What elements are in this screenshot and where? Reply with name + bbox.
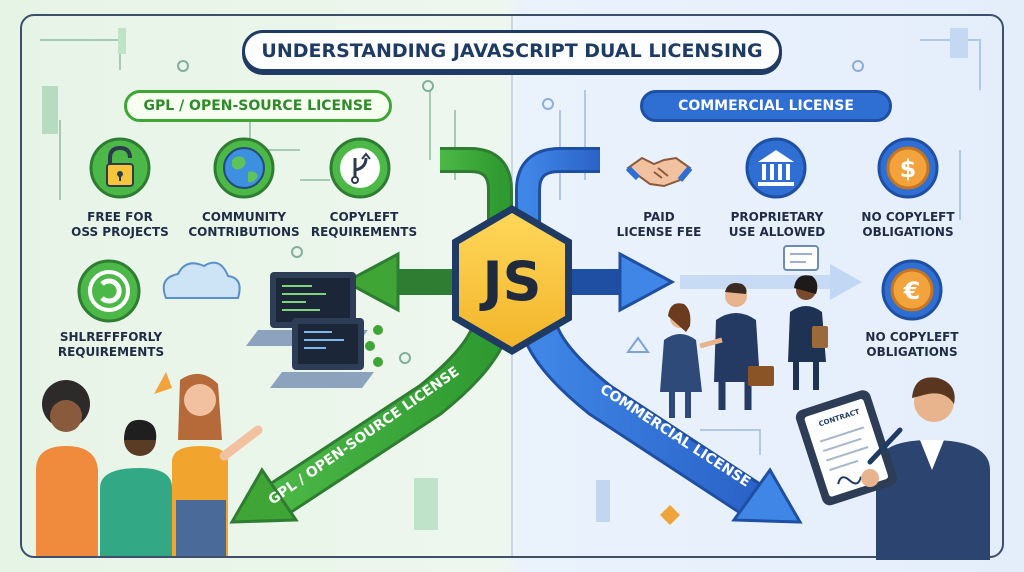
decor-block	[118, 28, 126, 54]
js-logo-text: JS	[482, 249, 542, 313]
frame-border	[20, 14, 1004, 558]
developers-group	[36, 372, 263, 556]
unlocked-padlock-icon	[88, 136, 152, 204]
decor-dots	[177, 60, 864, 364]
dollar-coin-icon: $	[876, 136, 940, 204]
decor-diamond	[660, 505, 680, 525]
js-hexagon	[452, 205, 572, 355]
gpl-license-header: GPL / OPEN-SOURCE LICENSE	[124, 90, 392, 122]
euro-coin-icon: €	[880, 258, 944, 326]
decor-block	[42, 86, 58, 134]
svg-text:€: €	[903, 277, 921, 305]
svg-text:$: $	[900, 155, 917, 183]
decor-triangle	[626, 336, 650, 353]
decor-block	[596, 480, 610, 522]
laptop-illustration	[246, 272, 383, 388]
bank-icon	[744, 136, 808, 204]
git-branch-icon	[328, 136, 392, 204]
globe-icon	[212, 136, 276, 204]
copyleft-icon	[76, 258, 142, 328]
business-people	[660, 245, 828, 418]
cloud-icon	[162, 261, 241, 299]
circuit-lines-right	[559, 39, 981, 455]
commercial-license-header: COMMERCIAL LICENSE	[640, 90, 892, 122]
decor-block	[950, 28, 968, 58]
decor-block	[414, 478, 438, 530]
page-title: UNDERSTANDING JAVASCRIPT DUAL LICENSING	[242, 30, 782, 72]
contract-signer	[795, 377, 990, 560]
handshake-icon	[624, 140, 694, 204]
